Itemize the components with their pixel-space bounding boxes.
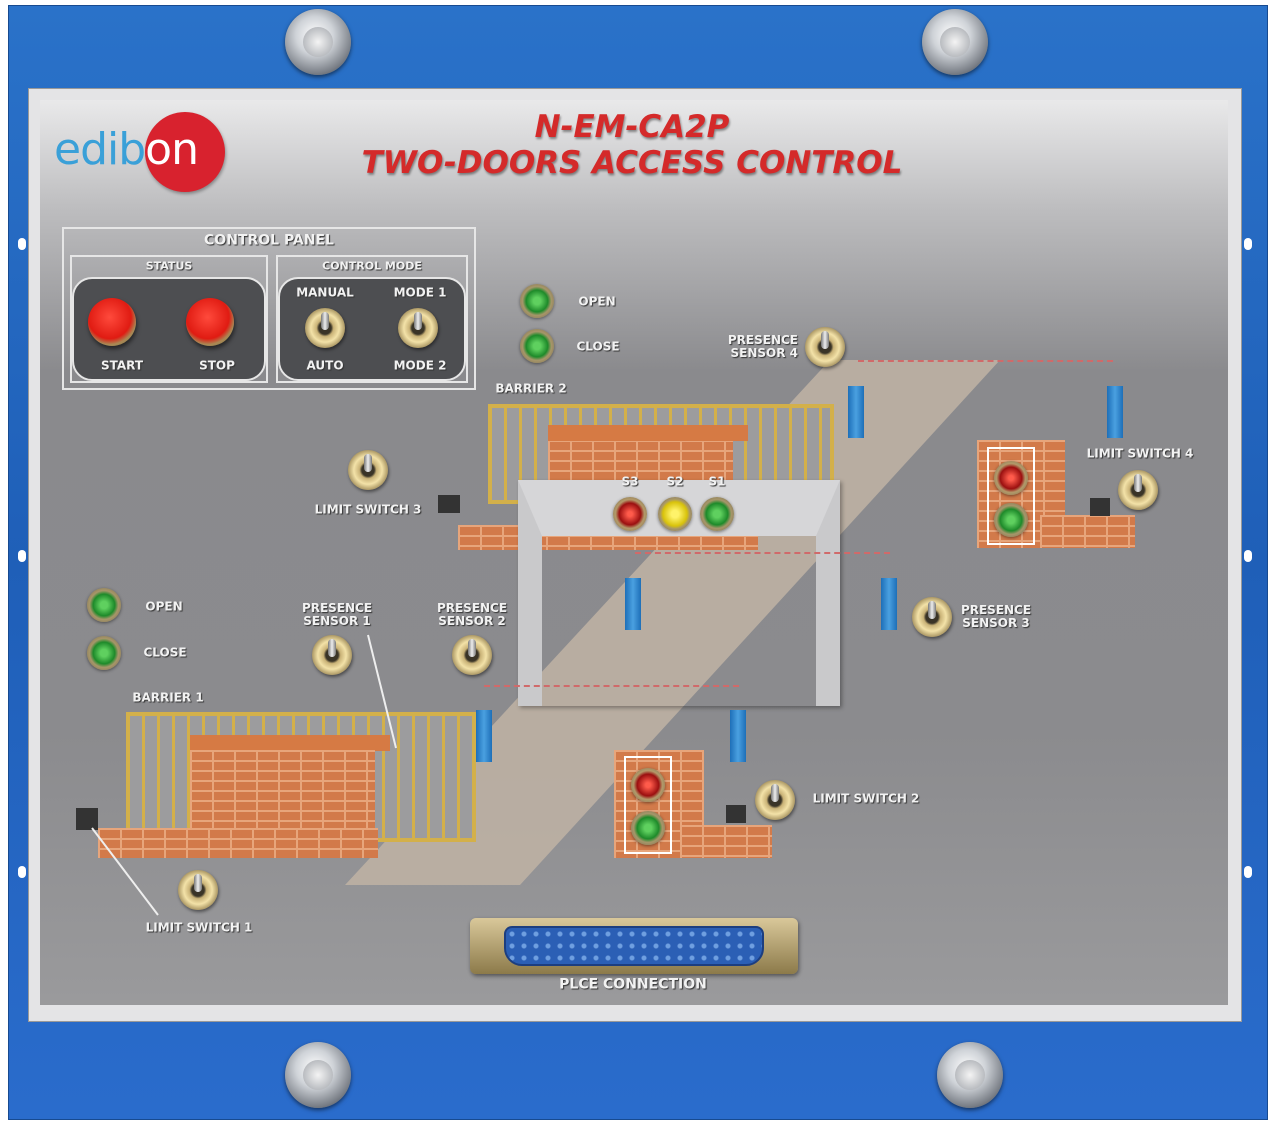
stop-label: STOP	[199, 358, 235, 373]
mount-hole	[18, 238, 26, 250]
barrier1-base	[98, 828, 378, 858]
s2-yellow-light	[658, 497, 692, 531]
mount-hole	[1244, 238, 1252, 250]
mode-toggle[interactable]	[398, 308, 438, 348]
traffic-light-bottom	[624, 756, 672, 854]
mount-hole	[18, 550, 26, 562]
control-panel-title: CONTROL PANEL	[204, 232, 334, 249]
presence-sensor-2-switch[interactable]	[452, 635, 492, 675]
screw-icon	[285, 9, 351, 75]
status-title: STATUS	[145, 259, 193, 273]
screw-icon	[922, 9, 988, 75]
limit-switch-1-label: LIMIT SWITCH 1	[145, 920, 253, 935]
mode1-label: MODE 1	[393, 285, 447, 300]
presence-sensor-1-switch[interactable]	[312, 635, 352, 675]
barrier2-close-led	[520, 329, 554, 363]
limit-switch-2-actuator	[726, 805, 746, 823]
barrier2-open-led	[520, 284, 554, 318]
control-mode-title: CONTROL MODE	[322, 259, 422, 273]
mount-hole	[1244, 866, 1252, 878]
auto-label: AUTO	[306, 358, 344, 373]
barrier2-close-label: CLOSE	[576, 339, 620, 354]
s2-label: S2	[666, 474, 684, 489]
brand-logo: edibon	[54, 124, 199, 175]
barrier1-close-led	[87, 636, 121, 670]
presence-sensor-4-emitter	[848, 386, 864, 438]
sensor-2-beam	[484, 685, 739, 687]
barrier1-motor	[76, 808, 98, 830]
barrier2-motor	[438, 495, 460, 513]
sensor-3-beam	[635, 552, 890, 554]
presence-sensor-4-switch[interactable]	[805, 327, 845, 367]
start-button[interactable]	[88, 298, 136, 346]
barrier2-wall-top	[548, 425, 748, 441]
s3-label: S3	[621, 474, 639, 489]
presence-sensor-1-label: PRESENCE SENSOR 1	[301, 601, 373, 628]
screw-icon	[937, 1042, 1003, 1108]
logo-circle	[145, 112, 225, 192]
barrier1-wall	[190, 750, 375, 830]
manual-label: MANUAL	[296, 285, 354, 300]
limit-switch-2-label: LIMIT SWITCH 2	[812, 791, 920, 806]
sensor-4-beam	[858, 360, 1113, 362]
limit-switch-3-label: LIMIT SWITCH 3	[314, 502, 422, 517]
bottom-green-light	[631, 811, 665, 845]
right-red-light	[994, 461, 1028, 495]
presence-sensor-4-receiver	[1107, 386, 1123, 438]
page-title: TWO-DOORS ACCESS CONTROL	[361, 145, 903, 181]
wall-bottom-base	[680, 825, 772, 858]
s1-label: S1	[708, 474, 726, 489]
control-mode-box	[276, 255, 468, 383]
stop-button[interactable]	[186, 298, 234, 346]
presence-sensor-2-label: PRESENCE SENSOR 2	[436, 601, 508, 628]
s1-green-light	[700, 497, 734, 531]
barrier1-open-label: OPEN	[145, 599, 183, 614]
plce-connection-label: PLCE CONNECTION	[559, 976, 707, 993]
bottom-red-light	[631, 768, 665, 802]
limit-switch-4-switch[interactable]	[1118, 470, 1158, 510]
limit-switch-4-label: LIMIT SWITCH 4	[1086, 446, 1194, 461]
start-label: START	[100, 358, 144, 373]
limit-switch-3-switch[interactable]	[348, 450, 388, 490]
manual-auto-toggle[interactable]	[305, 308, 345, 348]
barrier2-label: BARRIER 2	[495, 381, 567, 396]
presence-sensor-2-emitter	[476, 710, 492, 762]
presence-sensor-3-receiver	[881, 578, 897, 630]
plce-connector[interactable]	[470, 918, 798, 974]
limit-switch-1-switch[interactable]	[178, 870, 218, 910]
traffic-light-right	[987, 447, 1035, 545]
presence-sensor-3-emitter	[625, 578, 641, 630]
presence-sensor-2-receiver	[730, 710, 746, 762]
presence-sensor-3-label: PRESENCE SENSOR 3	[960, 603, 1032, 630]
mode2-label: MODE 2	[393, 358, 447, 373]
status-box	[70, 255, 268, 383]
barrier1-close-label: CLOSE	[143, 645, 187, 660]
model-number: N-EM-CA2P	[534, 109, 730, 145]
screw-icon	[285, 1042, 351, 1108]
barrier1-wall-top	[190, 735, 390, 751]
mount-hole	[18, 866, 26, 878]
connector-pins	[504, 926, 764, 966]
barrier2-open-label: OPEN	[578, 294, 616, 309]
presence-sensor-4-label: PRESENCE SENSOR 4	[727, 333, 798, 360]
presence-sensor-3-switch[interactable]	[912, 597, 952, 637]
control-panel	[62, 227, 476, 390]
s3-red-light	[613, 497, 647, 531]
wall-right-base	[1040, 515, 1135, 548]
barrier1-label: BARRIER 1	[132, 690, 204, 705]
limit-switch-4-actuator	[1090, 498, 1110, 516]
limit-switch-2-switch[interactable]	[755, 780, 795, 820]
mount-hole	[1244, 550, 1252, 562]
right-green-light	[994, 503, 1028, 537]
barrier1-open-led	[87, 588, 121, 622]
